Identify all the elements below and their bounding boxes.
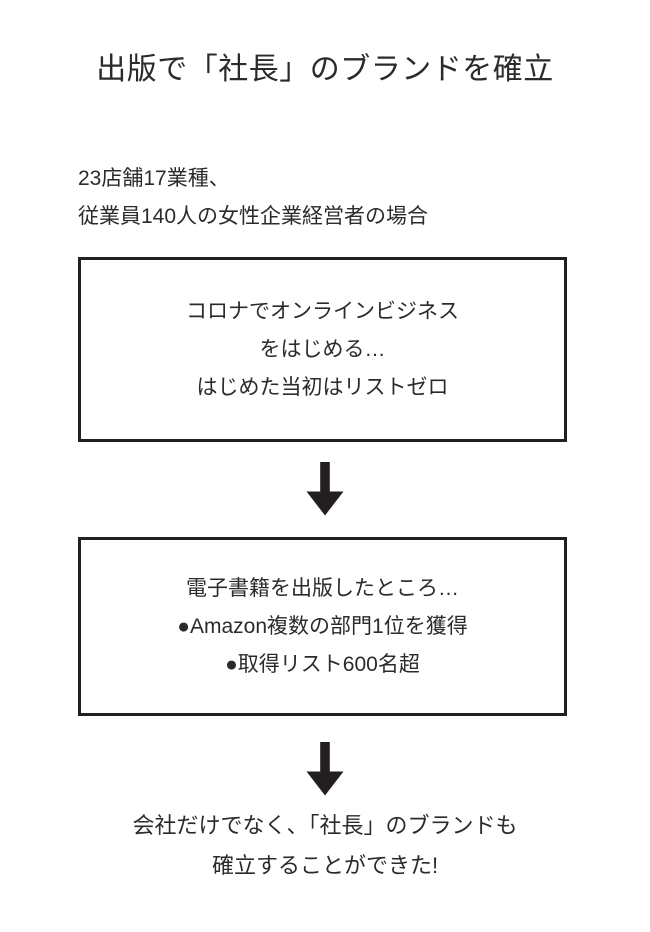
flow-step-box-2-line-1: 電子書籍を出版したところ…: [186, 576, 459, 600]
flow-step-box-2-line-3: ●取得リスト600名超: [225, 652, 420, 676]
flow-step-box-1-line-3: はじめた当初はリストゼロ: [196, 375, 449, 399]
flow-step-box-1-line-2: をはじめる…: [259, 337, 386, 361]
case-subtitle: 23店舗17業種、 従業員140人の女性企業経営者の場合: [78, 160, 578, 236]
conclusion-line-1: 会社だけでなく、「社長」のブランドも: [132, 813, 518, 838]
flow-step-box-1: コロナでオンラインビジネス をはじめる… はじめた当初はリストゼロ: [78, 257, 567, 442]
case-subtitle-line-2: 従業員140人の女性企業経営者の場合: [78, 205, 429, 228]
arrow-down-icon: [303, 742, 347, 796]
conclusion-line-2: 確立することができた!: [211, 853, 439, 878]
conclusion-text: 会社だけでなく、「社長」のブランドも 確立することができた!: [0, 806, 650, 886]
arrow-down-icon: [303, 462, 347, 516]
flow-step-box-2-line-2: ●Amazon複数の部門1位を獲得: [177, 614, 468, 638]
case-subtitle-line-1: 23店舗17業種、: [78, 167, 230, 190]
flow-step-box-2: 電子書籍を出版したところ… ●Amazon複数の部門1位を獲得 ●取得リスト60…: [78, 537, 567, 716]
page-title: 出版で「社長」のブランドを確立: [96, 53, 554, 86]
flow-step-box-1-line-1: コロナでオンラインビジネス: [186, 299, 459, 323]
